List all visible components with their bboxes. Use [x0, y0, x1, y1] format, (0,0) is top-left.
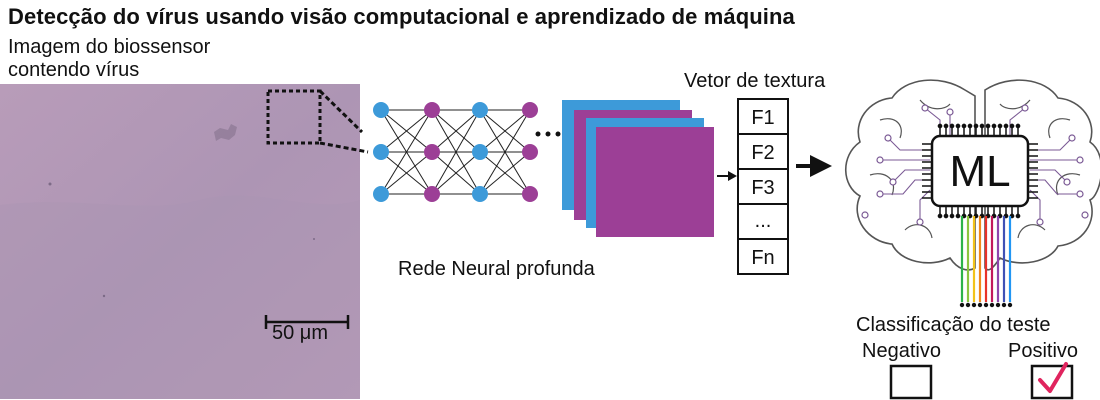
positive-label: Positivo	[1008, 340, 1079, 362]
chip-pin-dot	[967, 123, 973, 129]
neural-network-label: Rede Neural profunda	[398, 258, 595, 280]
chip-pin-dot	[943, 213, 949, 219]
nn-node	[373, 186, 389, 202]
nn-node	[424, 144, 440, 160]
biosensor-label-line2: contendo vírus	[8, 59, 140, 81]
nn-edge	[479, 109, 531, 195]
feature-f2: F2	[751, 142, 774, 164]
chip-pin-dot	[961, 123, 967, 129]
arrow-to-vector	[717, 171, 737, 181]
chip-pin-dot	[979, 123, 985, 129]
chip-pin-dot	[985, 123, 991, 129]
rainbow-wire-end	[959, 302, 965, 308]
nn-node	[424, 102, 440, 118]
ml-chip: ML	[922, 123, 1038, 219]
nn-edge	[431, 109, 481, 153]
nn-edge	[479, 109, 531, 153]
nn-edge	[380, 151, 433, 195]
nn-ellipsis	[535, 131, 561, 137]
feature-f1: F1	[751, 107, 774, 129]
nn-node	[472, 144, 488, 160]
nn-edge	[431, 109, 481, 195]
nn-edges	[380, 109, 531, 195]
chip-pin-dot	[1009, 123, 1015, 129]
rainbow-wire-end	[971, 302, 977, 308]
rainbow-wire-end	[989, 302, 995, 308]
rainbow-wire-end	[977, 302, 983, 308]
texture-vector-label: Vetor de textura	[684, 70, 826, 92]
chip-pin-dot	[1015, 123, 1021, 129]
nn-node	[522, 102, 538, 118]
brain-icon	[845, 79, 1100, 271]
nn-node	[373, 102, 389, 118]
arrow-to-brain	[796, 155, 832, 177]
chip-pin-dot	[1015, 213, 1021, 219]
chip-pin-dot	[991, 123, 997, 129]
positive-checkbox	[1030, 362, 1074, 400]
rainbow-wires	[959, 216, 1013, 308]
nn-node	[472, 102, 488, 118]
feature-fn: Fn	[751, 247, 774, 269]
nn-edge	[479, 151, 531, 195]
nn-nodes	[373, 102, 538, 202]
rainbow-wire-end	[995, 302, 1001, 308]
feature-maps	[562, 100, 714, 237]
nn-edge	[431, 151, 481, 195]
scale-bar-label: 50 μm	[272, 322, 328, 344]
chip-pin-dot	[949, 123, 955, 129]
negative-checkbox	[889, 364, 933, 400]
nn-node	[522, 186, 538, 202]
check-icon	[1038, 362, 1068, 393]
chip-pin-dot	[1003, 123, 1009, 129]
rainbow-wire-end	[1007, 302, 1013, 308]
nn-node	[373, 144, 389, 160]
rainbow-wire-end	[983, 302, 989, 308]
chip-pin-dot	[943, 123, 949, 129]
zoom-box	[266, 89, 322, 145]
chip-pin-dot	[955, 123, 961, 129]
rainbow-wire-end	[965, 302, 971, 308]
texture-vector	[737, 98, 789, 275]
classification-title: Classificação do teste	[856, 314, 1051, 336]
ml-chip-label: ML	[949, 147, 1010, 196]
rainbow-wire-end	[1001, 302, 1007, 308]
nn-node	[472, 186, 488, 202]
chip-pin-dot	[937, 123, 943, 129]
nn-node	[424, 186, 440, 202]
feature-ellipsis: ...	[755, 210, 772, 232]
chip-pin-dot	[949, 213, 955, 219]
nn-edge	[380, 109, 433, 153]
chip-pin-dot	[973, 123, 979, 129]
chip-pin-dot	[997, 123, 1003, 129]
biosensor-label-line1: Imagem do biossensor	[8, 36, 211, 58]
biosensor-image	[0, 84, 369, 399]
virus-particles	[48, 124, 315, 298]
diagram-title: Detecção do vírus usando visão computaci…	[8, 4, 795, 29]
nn-node	[522, 144, 538, 160]
chip-pin-dot	[937, 213, 943, 219]
scale-bar	[264, 315, 350, 329]
biosensor-image-label: Imagem do biossensor contendo vírus	[8, 36, 210, 82]
negative-label: Negativo	[862, 340, 941, 362]
nn-edge	[380, 109, 433, 195]
chip-pin-dot	[955, 213, 961, 219]
feature-f3: F3	[751, 177, 774, 199]
